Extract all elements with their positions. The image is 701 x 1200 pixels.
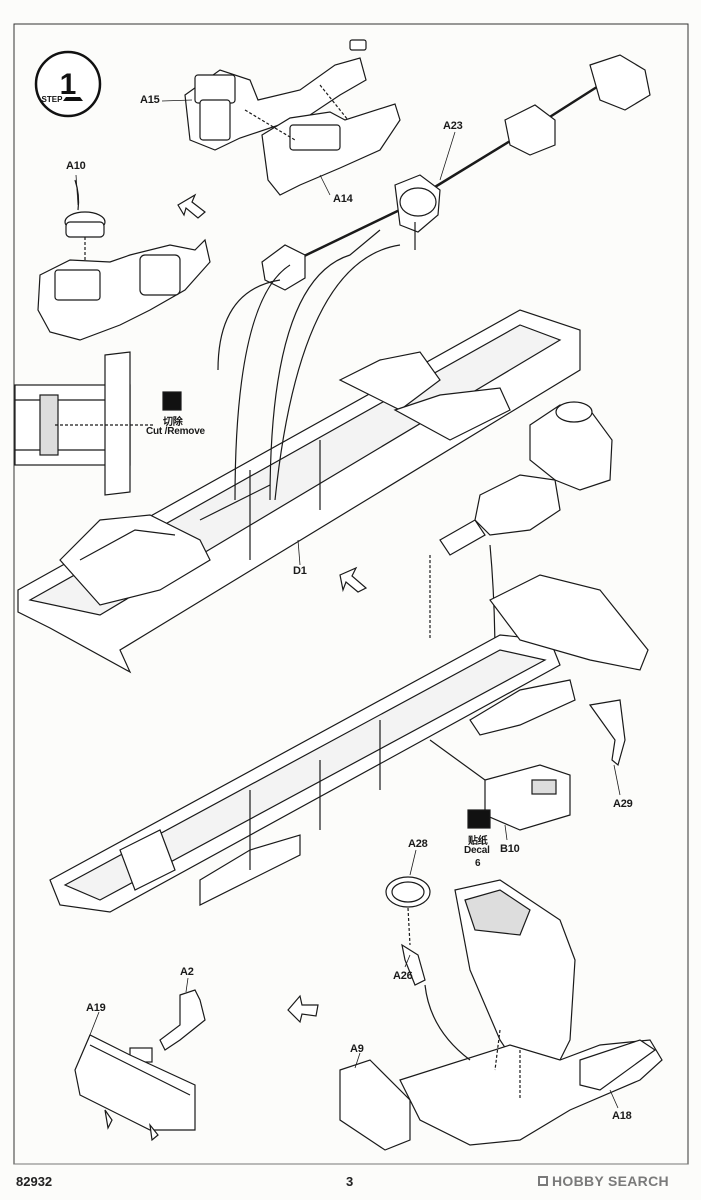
cut-detail-drawing: [14, 351, 182, 496]
label-A10: A10: [66, 160, 86, 172]
transmission-drawing: [37, 179, 211, 341]
step-number: 1: [60, 68, 77, 101]
label-A23: A23: [443, 120, 463, 132]
arrow-icon-2: [339, 566, 368, 593]
cut-note-en: Cut /Remove: [146, 426, 205, 437]
step-badge: 1 STEP: [34, 50, 102, 118]
steering-drawing: [385, 876, 431, 986]
watermark-text: HOBBY SEARCH: [552, 1173, 669, 1189]
tank-icon: [63, 97, 83, 101]
label-A14: A14: [333, 193, 353, 205]
kit-number: 82932: [16, 1174, 53, 1189]
leader-lines: [75, 99, 621, 1109]
arrow-icon-3: [287, 994, 319, 1024]
front-axle-housing-drawing: [184, 39, 401, 196]
decal-number: 6: [475, 858, 481, 869]
label-A18: A18: [612, 1110, 632, 1122]
decal-note-en: Decal: [464, 845, 490, 856]
cut-note-cn: 切除: [163, 417, 183, 428]
label-A26: A26: [393, 970, 413, 982]
drive-shaft-drawing: [261, 54, 651, 291]
chassis-frame-upper: [17, 229, 581, 674]
decal-note-cn: 贴纸: [468, 836, 488, 847]
direction-arrows: [177, 193, 368, 1024]
label-A19: A19: [86, 1002, 106, 1014]
step-label: STEP: [42, 95, 64, 104]
arrow-icon: [177, 193, 206, 219]
decal-icon: [467, 809, 491, 829]
label-D1: D1: [293, 565, 307, 577]
label-A28: A28: [408, 838, 428, 850]
chassis-frame-lower: [49, 574, 649, 913]
hobby-search-logo: [538, 1176, 548, 1186]
a19-a2-drawing: [74, 989, 206, 1142]
cut-icon: [162, 391, 182, 411]
label-A9: A9: [350, 1043, 364, 1055]
cab-floor-drawing: [339, 879, 663, 1151]
b10-part-drawing: [429, 739, 571, 831]
page-number: 3: [346, 1174, 354, 1189]
label-B10: B10: [500, 843, 520, 855]
label-A2: A2: [180, 966, 194, 978]
engine-assembly-drawing: [429, 401, 613, 661]
label-A15: A15: [140, 94, 160, 106]
label-A29: A29: [613, 798, 633, 810]
